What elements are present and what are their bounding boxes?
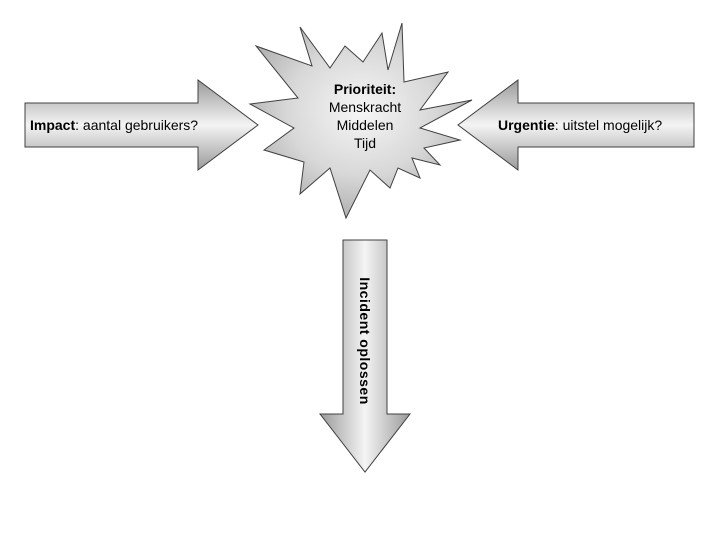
impact-label-bold: Impact	[30, 117, 76, 133]
urgentie-label: Urgentie: uitstel mogelijk?	[498, 116, 662, 134]
impact-arrow	[24, 79, 259, 171]
prioriteit-item-menskracht: Menskracht	[328, 99, 402, 115]
impact-label: Impact: aantal gebruikers?	[30, 116, 198, 134]
prioriteit-title: Prioriteit:	[333, 81, 397, 97]
incident-oplossen-arrow	[318, 239, 412, 473]
urgentie-arrow	[457, 79, 695, 171]
impact-label-rest: : aantal gebruikers?	[75, 117, 199, 133]
prioriteit-item-tijd: Tijd	[353, 135, 377, 151]
prioriteit-text: Prioriteit: Menskracht Middelen Tijd	[310, 80, 420, 152]
prioriteit-item-middelen: Middelen	[336, 117, 394, 133]
prioriteit-starburst	[248, 22, 473, 220]
incident-oplossen-label: Incident oplossen	[357, 277, 373, 405]
urgentie-label-rest: : uitstel mogelijk?	[554, 117, 663, 133]
urgentie-label-bold: Urgentie	[498, 117, 555, 133]
